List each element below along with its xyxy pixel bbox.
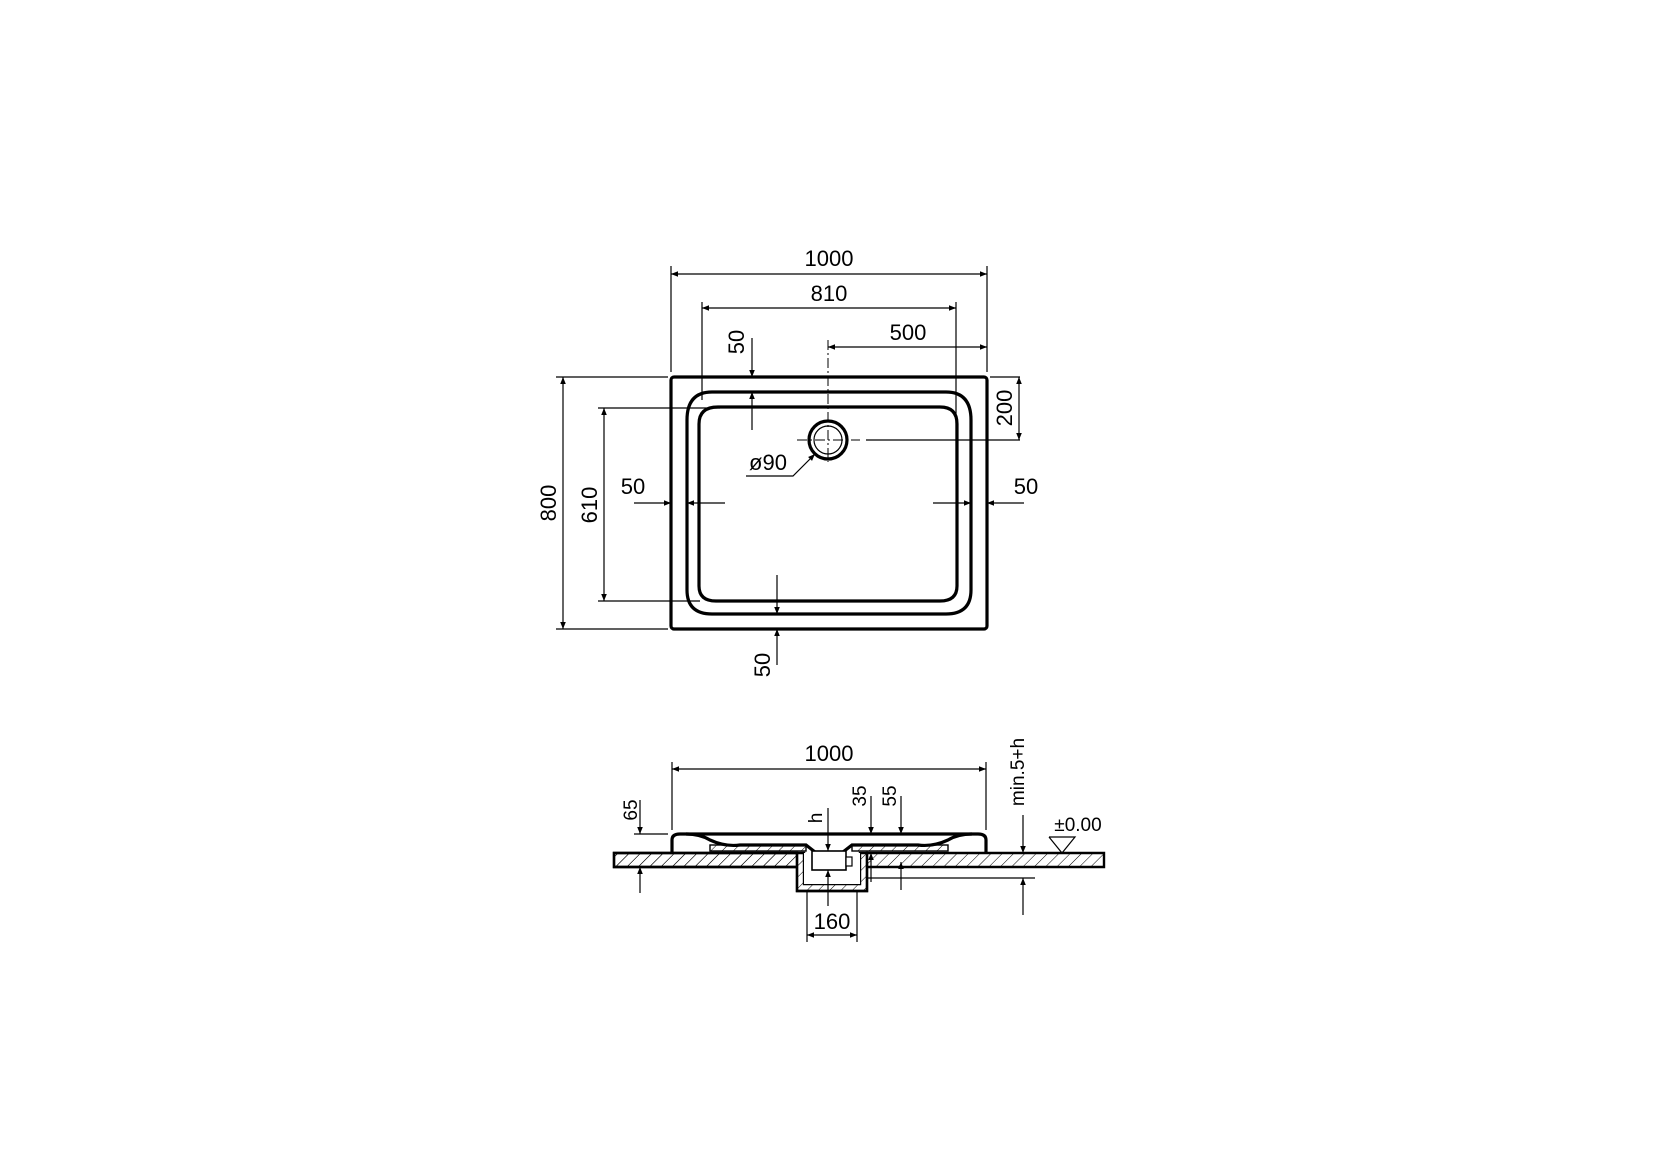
drain bbox=[797, 340, 860, 462]
dim-side-overall-width: 1000 bbox=[805, 741, 854, 766]
dim-inner-width: 810 bbox=[811, 281, 848, 306]
dim-55: 55 bbox=[880, 785, 901, 806]
drain-trap bbox=[811, 850, 847, 871]
side-view: 1000 65 h 35 55 min.5+h ±0.00 160 bbox=[612, 738, 1106, 942]
dim-tray-height: 65 bbox=[621, 799, 642, 820]
dim-35: 35 bbox=[850, 785, 871, 806]
dim-overall-width: 1000 bbox=[805, 246, 854, 271]
top-view: 1000 810 500 200 800 610 50 50 bbox=[536, 246, 1038, 677]
tray-rim-inner bbox=[685, 390, 973, 616]
floor-level-label: ±0.00 bbox=[1054, 815, 1101, 836]
dim-rim-top: 50 bbox=[724, 330, 749, 354]
tray-profile bbox=[670, 832, 988, 853]
dim-rim-left: 50 bbox=[621, 474, 645, 499]
dim-inner-depth: 610 bbox=[577, 487, 602, 524]
dim-drain-offset-x: 500 bbox=[890, 320, 927, 345]
dim-recess-width: 160 bbox=[814, 909, 851, 934]
dim-rim-bottom: 50 bbox=[750, 653, 775, 677]
dim-drain-h: h bbox=[806, 813, 827, 824]
dim-min-height: min.5+h bbox=[1008, 738, 1029, 806]
dim-rim-right: 50 bbox=[1014, 474, 1038, 499]
dim-drain-offset-y: 200 bbox=[992, 390, 1017, 427]
dim-overall-depth: 800 bbox=[536, 485, 561, 522]
dim-drain-diameter: ø90 bbox=[749, 450, 787, 475]
tray-basin bbox=[697, 405, 959, 603]
